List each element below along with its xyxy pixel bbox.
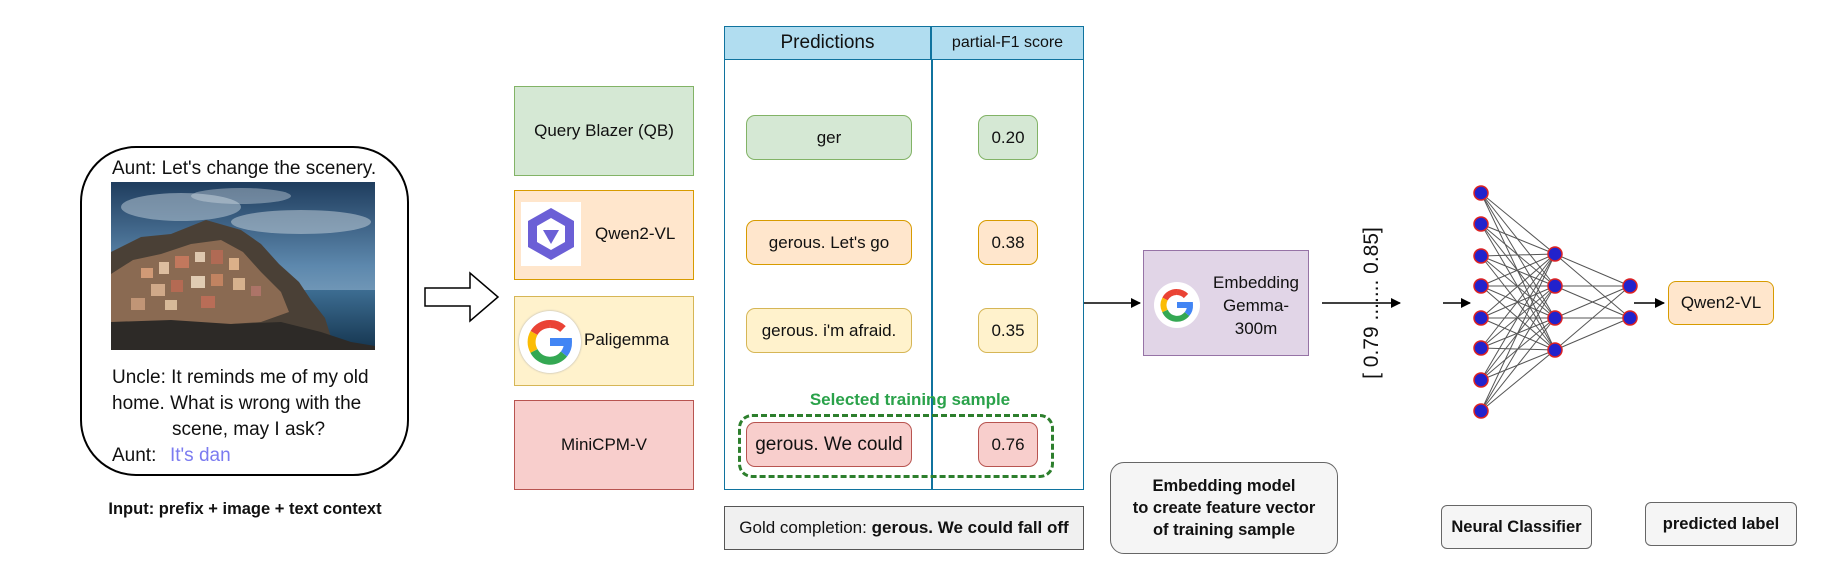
gold-completion: Gold completion: gerous. We could fall o… (724, 506, 1084, 550)
model-mini-label: MiniCPM-V (561, 435, 647, 454)
model-qwen-label: Qwen2-VL (595, 224, 676, 243)
network-edge (1480, 349, 1556, 412)
network-node-layer-2 (1547, 246, 1563, 262)
neural-classifier-text: Neural Classifier (1451, 517, 1582, 536)
predicted-label-caption-text: predicted label (1662, 514, 1780, 533)
network-edge (1480, 253, 1556, 319)
model-minicpm-v: MiniCPM-V (514, 400, 694, 490)
google-g-icon-small (1154, 282, 1200, 328)
model-pali-label: Paligemma (584, 330, 670, 349)
network-node-layer-2 (1547, 310, 1563, 326)
network-edge (1480, 253, 1556, 381)
selected-sample-box (738, 414, 1054, 478)
prediction-pali: gerous. i'm afraid. (746, 308, 912, 353)
predicted-label-value-text: Qwen2-VL (1680, 293, 1762, 312)
network-edge (1554, 285, 1631, 319)
network-edge (1554, 253, 1631, 287)
embedding-label: Embedding Gemma- 300m (1206, 271, 1306, 340)
embedding-label-line2: Gemma- (1222, 296, 1290, 315)
network-edge (1480, 253, 1556, 349)
dialogue-line-2: Uncle: It reminds me of my old (112, 367, 369, 388)
network-edge (1554, 317, 1631, 351)
score-pali: 0.35 (978, 308, 1038, 353)
prediction-minicpm: gerous. We could (746, 422, 912, 467)
embedding-model-box: Embedding Gemma- 300m (1143, 250, 1309, 356)
embedding-caption-line3: of training sample (1152, 521, 1296, 539)
predicted-label-value: Qwen2-VL (1668, 281, 1774, 325)
coastal-village-photo (111, 182, 375, 350)
qwen-logo-icon (521, 202, 581, 266)
header-score-text: partial-F1 score (951, 34, 1064, 51)
header-partial-f1: partial-F1 score (931, 26, 1084, 60)
network-node-layer-1 (1473, 278, 1489, 294)
model-query-blazer: Query Blazer (QB) (514, 86, 694, 176)
network-edge (1480, 192, 1556, 255)
selected-sample-label: Selected training sample (809, 390, 1011, 409)
network-node-layer-2 (1547, 342, 1563, 358)
prediction-minicpm-text: gerous. We could (755, 433, 903, 455)
embedding-caption-line2: to create feature vector (1132, 499, 1316, 517)
score-minicpm-text: 0.76 (991, 434, 1025, 454)
network-node-layer-3 (1622, 278, 1638, 294)
score-qwen: 0.38 (978, 220, 1038, 265)
network-node-layer-1 (1473, 185, 1489, 201)
embedding-caption: Embedding model to create feature vector… (1110, 462, 1338, 554)
embedding-caption-line1: Embedding model (1152, 477, 1296, 495)
dialogue-line-1: Aunt: Let's change the scenery. (112, 158, 377, 179)
network-node-layer-1 (1473, 216, 1489, 232)
network-edge (1480, 255, 1556, 351)
predicted-label-caption: predicted label (1645, 502, 1797, 546)
model-paligemma: Paligemma (514, 296, 694, 386)
embedding-label-line3: 300m (1234, 319, 1278, 338)
network-edge (1480, 223, 1556, 255)
gold-value: gerous. We could fall off (871, 518, 1069, 537)
network-node-layer-1 (1473, 248, 1489, 264)
input-caption: Input: prefix + image + text context (108, 500, 382, 518)
network-node-layer-3 (1622, 310, 1638, 326)
neural-network-graph (1473, 185, 1638, 419)
network-edge (1480, 253, 1556, 412)
network-edge (1480, 285, 1556, 319)
prediction-qb-text: ger (816, 127, 842, 147)
network-node-layer-1 (1473, 310, 1489, 326)
prefix-text: It's dan (170, 445, 231, 466)
score-qb: 0.20 (978, 115, 1038, 160)
input-arrow-icon (424, 271, 500, 323)
network-edge (1480, 285, 1556, 412)
score-qwen-text: 0.38 (991, 232, 1025, 252)
google-g-icon (519, 311, 581, 373)
gold-prefix: Gold completion: (739, 518, 867, 537)
table-divider (931, 26, 933, 490)
score-minicpm: 0.76 (978, 422, 1038, 467)
embedding-label-line1: Embedding (1212, 273, 1299, 292)
dialogue-line-3: home. What is wrong with the (112, 393, 362, 414)
prediction-pali-text: gerous. i'm afraid. (761, 320, 897, 340)
network-edge (1554, 285, 1631, 351)
model-qwen2-vl: Qwen2-VL (514, 190, 694, 280)
score-qb-text: 0.20 (991, 127, 1025, 147)
prediction-qwen-text: gerous. Let's go (768, 232, 890, 252)
header-predictions: Predictions (724, 26, 931, 60)
neural-classifier-label: Neural Classifier (1441, 505, 1592, 549)
network-node-layer-1 (1473, 403, 1489, 419)
network-node-layer-1 (1473, 340, 1489, 356)
scenery-image (111, 182, 375, 350)
model-qb-label: Query Blazer (QB) (534, 121, 674, 140)
prediction-qb: ger (746, 115, 912, 160)
prediction-qwen: gerous. Let's go (746, 220, 912, 265)
score-pali-text: 0.35 (991, 320, 1025, 340)
network-edge (1480, 253, 1556, 257)
network-edge (1480, 317, 1556, 351)
dialogue-line-4: scene, may I ask? (172, 419, 326, 440)
prefix-speaker: Aunt: (112, 445, 157, 466)
network-node-layer-2 (1547, 278, 1563, 294)
network-node-layer-1 (1473, 372, 1489, 388)
header-predictions-text: Predictions (780, 32, 875, 53)
network-edge (1480, 317, 1556, 412)
network-edge (1480, 253, 1556, 287)
